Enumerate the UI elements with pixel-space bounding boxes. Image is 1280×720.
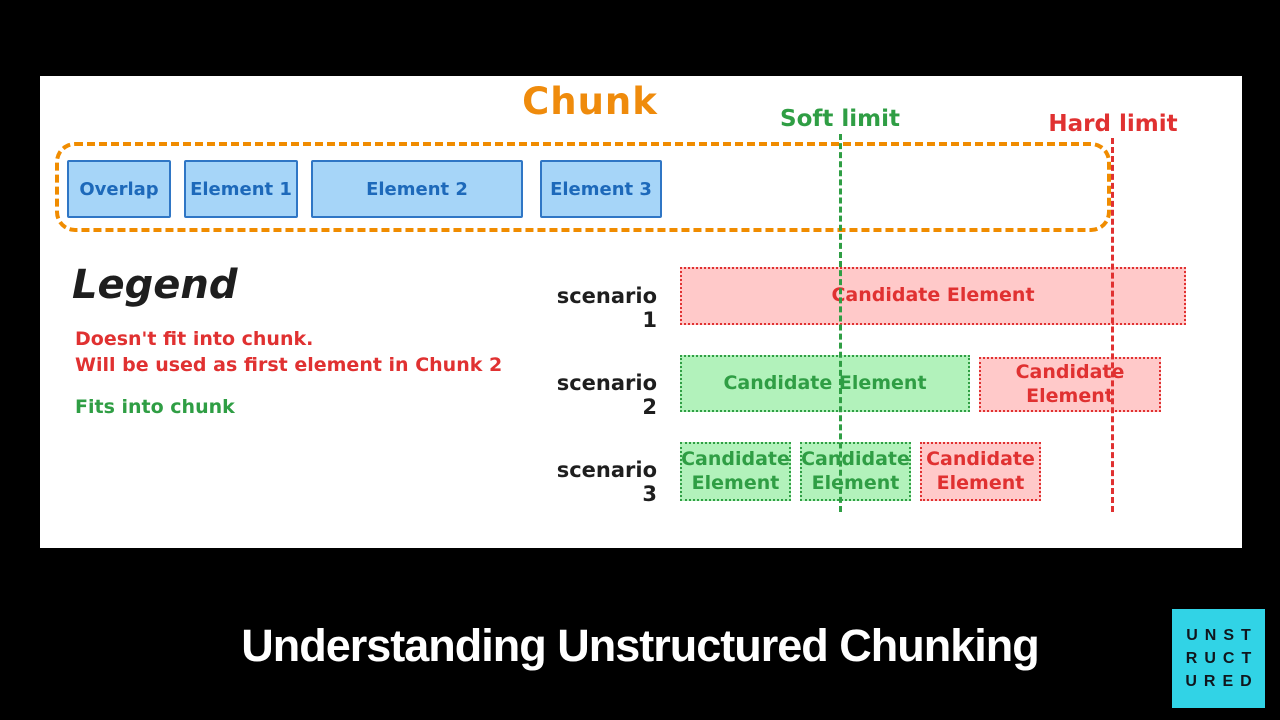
hard-limit-line [1111, 138, 1114, 512]
scenario-3-label: scenario 3 [556, 458, 657, 506]
chunk-dashed-container [55, 142, 1111, 232]
soft-limit-line [839, 134, 842, 512]
chunk-element-3: Element 3 [540, 160, 662, 218]
chunk-title: Chunk [522, 80, 658, 123]
chunk-element-1: Element 1 [184, 160, 298, 218]
candidate-element-label: Candidate Element [681, 447, 790, 494]
scenario-1-label: scenario 1 [556, 284, 657, 332]
scenario-3-candidate-box-fits-1: Candidate Element [680, 442, 791, 501]
scenario-2-candidate-box-no-fit: Candidate Element [979, 357, 1161, 412]
chunk-element-2: Element 2 [311, 160, 523, 218]
hard-limit-label: Hard limit [1048, 111, 1178, 137]
chunk-element-label: Element 3 [550, 178, 652, 200]
candidate-element-label: Candidate Element [831, 284, 1035, 307]
logo-row: UNST [1186, 626, 1258, 644]
scenario-3-candidate-box-fits-2: Candidate Element [800, 442, 911, 501]
diagram-panel: Chunk Soft limit Hard limit Overlap Elem… [40, 76, 1242, 548]
chunk-element-label: Element 1 [190, 178, 292, 200]
candidate-element-label: Candidate Element [801, 447, 910, 494]
candidate-element-label: Candidate Element [723, 371, 927, 394]
legend-doesnt-fit-line1: Doesn't fit into chunk. [75, 328, 314, 350]
scenario-1-candidate-box: Candidate Element [680, 267, 1186, 325]
candidate-element-label: Candidate Element [926, 447, 1035, 494]
scenario-2-label: scenario 2 [556, 371, 657, 419]
logo-row: RUCT [1185, 649, 1259, 667]
legend-title: Legend [72, 262, 238, 308]
legend-fits-line: Fits into chunk [75, 396, 235, 418]
chunk-element-overlap: Overlap [67, 160, 171, 218]
video-title: Understanding Unstructured Chunking [241, 620, 1040, 671]
unstructured-logo: UNST RUCT URED [1172, 609, 1265, 708]
chunk-element-label: Overlap [79, 178, 159, 200]
scenario-2-candidate-box-fits: Candidate Element [680, 355, 970, 412]
chunk-element-label: Element 2 [366, 178, 468, 200]
legend-doesnt-fit-line2: Will be used as first element in Chunk 2 [75, 354, 503, 376]
candidate-element-label: Candidate Element [1015, 360, 1125, 407]
scenario-3-candidate-box-no-fit: Candidate Element [920, 442, 1041, 501]
soft-limit-label: Soft limit [780, 106, 900, 132]
logo-row: URED [1185, 672, 1259, 690]
